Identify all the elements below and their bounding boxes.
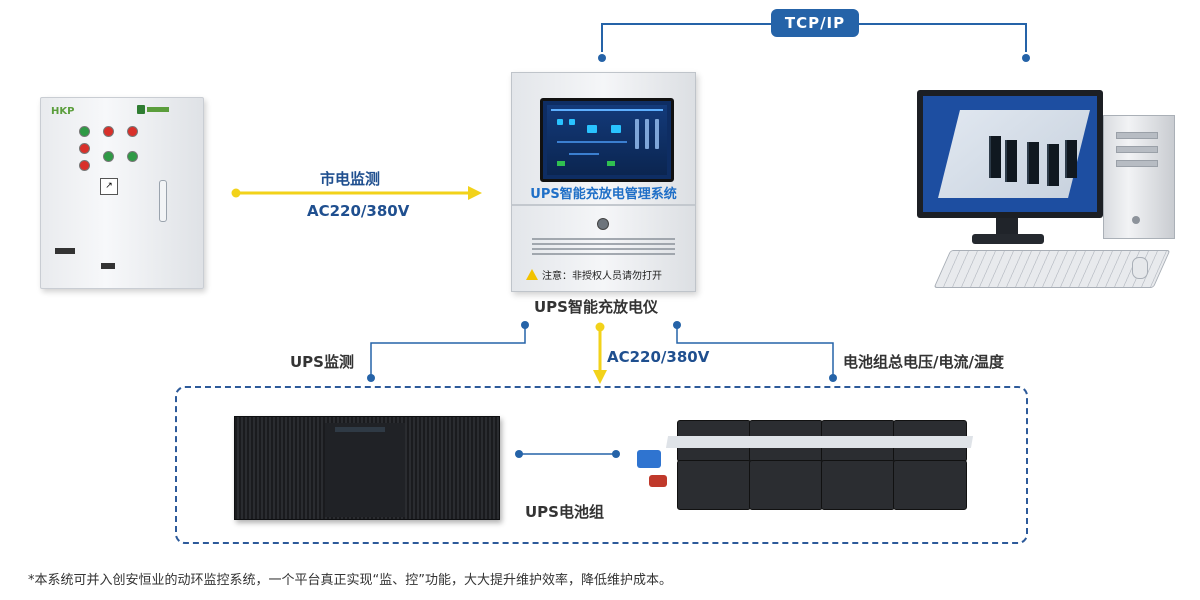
device-panel-title: UPS智能充放电管理系统 [530, 187, 677, 202]
device-vent [532, 238, 675, 258]
ups-monitor-dot-top [521, 321, 529, 329]
battery-monitor-line [676, 325, 834, 376]
cabinet-lamp-icon [103, 126, 114, 137]
cabinet-meter-icon: ↗ [100, 178, 118, 195]
cabinet-handle [159, 180, 167, 222]
ups-charger-device-image: UPS智能充放电管理系统 注意：非授权人员请勿打开 [511, 72, 696, 292]
device-divider [512, 204, 695, 206]
monitor-stand [996, 218, 1018, 236]
mains-start-dot [231, 188, 241, 198]
monitor-image [917, 90, 1103, 218]
ups-monitor-dot-bottom [367, 374, 375, 382]
pc-tower-image [1103, 115, 1175, 239]
mains-arrow-head [468, 186, 482, 200]
device-warning: 注意：非授权人员请勿打开 [526, 267, 662, 282]
device-warning-text: 注意：非授权人员请勿打开 [542, 271, 662, 282]
power-icon [1132, 216, 1140, 224]
battery-monitor-label: 电池组总电压/电流/温度 [843, 353, 1004, 371]
output-voltage-label: AC220/380V [607, 348, 710, 366]
monitor-stand-base [972, 234, 1044, 244]
battery-strap [665, 436, 974, 448]
device-caption: UPS智能充放电仪 [534, 298, 658, 316]
battery-monitor-dot-bottom [829, 374, 837, 382]
cabinet-logo-icon [137, 105, 171, 118]
output-arrow-head [593, 370, 607, 384]
device-screen [540, 98, 674, 182]
cabinet-lamp-icon [127, 126, 138, 137]
mains-monitor-label: 市电监测 [320, 170, 381, 188]
cabinet-brand: HKP [51, 106, 75, 117]
ups-battery-dot-right [612, 450, 620, 458]
tcpip-right-dot [1022, 54, 1030, 62]
battery-monitor-dot-top [673, 321, 681, 329]
footnote: *本系统可并入创安恒业的动环监控系统，一个平台真正实现“监、控”功能，大大提升维… [28, 573, 672, 588]
battery-connector-icon [637, 450, 661, 468]
battery-cable-icon [649, 475, 667, 487]
mains-voltage-label: AC220/380V [307, 202, 410, 220]
cabinet-nameplate [101, 263, 115, 269]
battery-pack-image [637, 420, 975, 510]
cabinet-lamp-icon [79, 126, 90, 137]
cabinet-lamp-icon [79, 143, 90, 154]
lock-icon [597, 218, 609, 230]
tcpip-link-line [601, 23, 1027, 52]
ups-unit-image [234, 416, 500, 520]
ups-monitor-label: UPS监测 [290, 353, 354, 371]
cabinet-lamp-icon [103, 151, 114, 162]
tcpip-left-dot [598, 54, 606, 62]
output-start-dot [595, 322, 605, 332]
ups-battery-group-box [175, 386, 1028, 544]
distribution-cabinet-image: HKP ↗ [40, 97, 204, 289]
tcpip-badge: TCP/IP [771, 9, 859, 37]
ups-battery-label: UPS电池组 [525, 503, 604, 521]
cabinet-lamp-icon [79, 160, 90, 171]
ups-battery-dot-left [515, 450, 523, 458]
cabinet-nameplate [55, 248, 75, 254]
cabinet-lamp-icon [127, 151, 138, 162]
mouse-image [1132, 257, 1148, 279]
warning-icon [526, 269, 538, 280]
ups-monitor-line [370, 325, 526, 376]
